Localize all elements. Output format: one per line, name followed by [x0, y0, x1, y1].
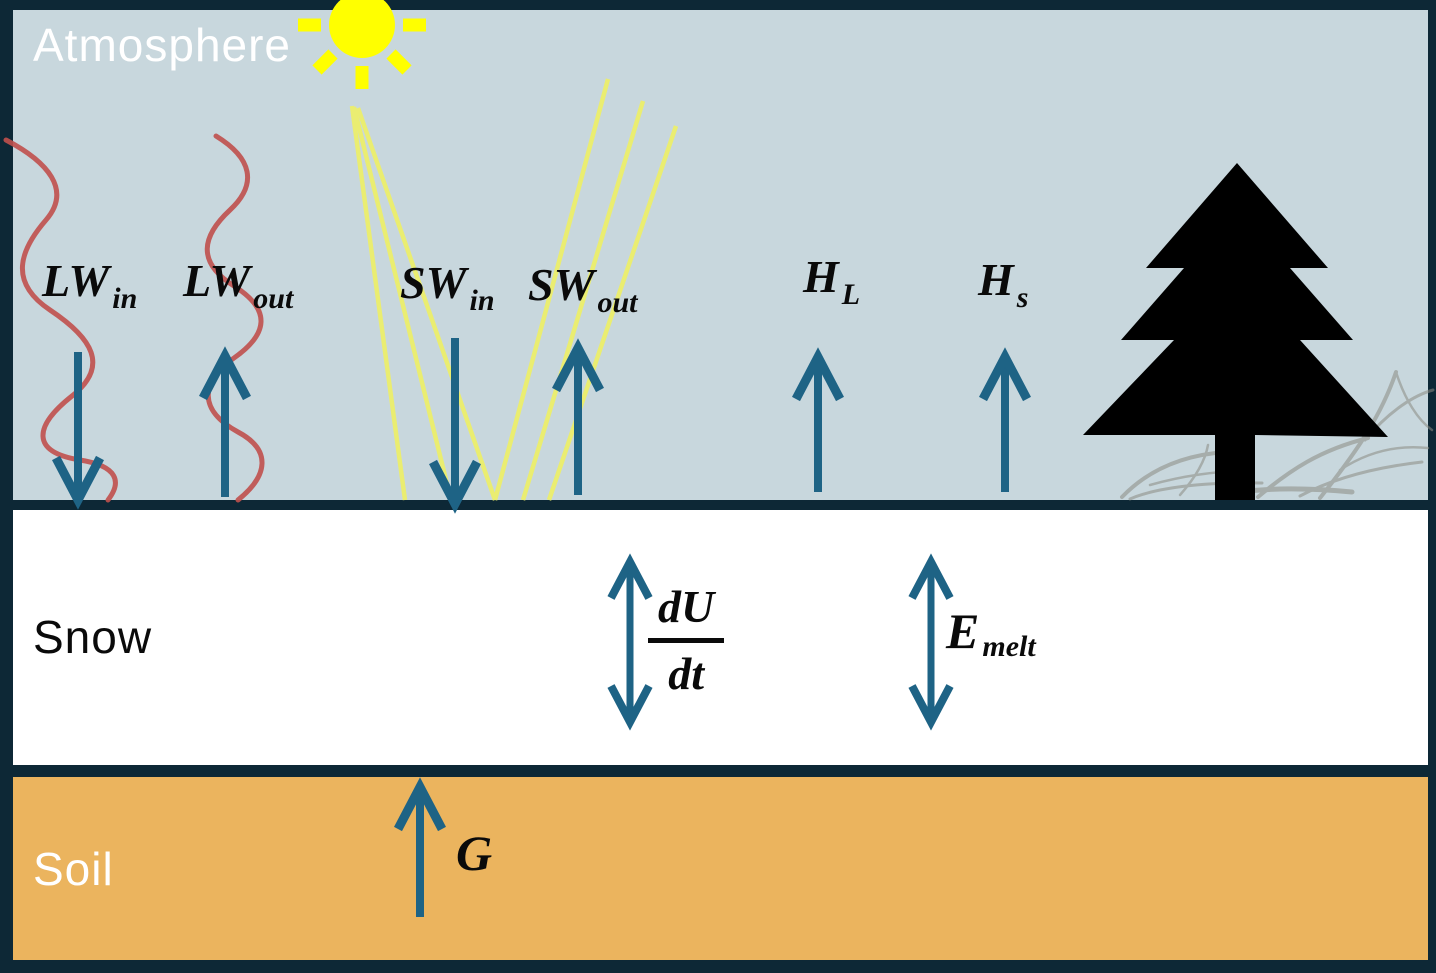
snow-label: Snow — [33, 611, 153, 663]
snow-region — [13, 510, 1428, 765]
lw-out-base: LW — [183, 255, 251, 306]
sw-out-base: SW — [528, 259, 595, 310]
sw-out-sub: out — [597, 286, 638, 319]
h-s-sub: s — [1016, 281, 1029, 314]
h-l-sub: L — [841, 278, 861, 311]
sw-in-sub: in — [469, 284, 495, 317]
soil-label: Soil — [33, 843, 114, 895]
e-melt-sub: melt — [982, 630, 1036, 663]
atmosphere-label: Atmosphere — [33, 19, 292, 71]
e-melt-base: E — [946, 603, 980, 659]
du-dt-label: dU dt — [648, 584, 725, 699]
g-base: G — [456, 825, 493, 881]
lw-in-sub: in — [112, 282, 138, 315]
h-s-base: H — [978, 254, 1014, 305]
h-l-base: H — [803, 251, 839, 302]
du-dt-denominator: dt — [668, 648, 704, 699]
du-dt-numerator: dU — [648, 584, 725, 643]
lw-out-sub: out — [253, 282, 294, 315]
sw-in-base: SW — [400, 257, 467, 308]
soil-region — [13, 777, 1428, 960]
g-label: G — [456, 828, 492, 878]
lw-in-base: LW — [42, 255, 110, 306]
